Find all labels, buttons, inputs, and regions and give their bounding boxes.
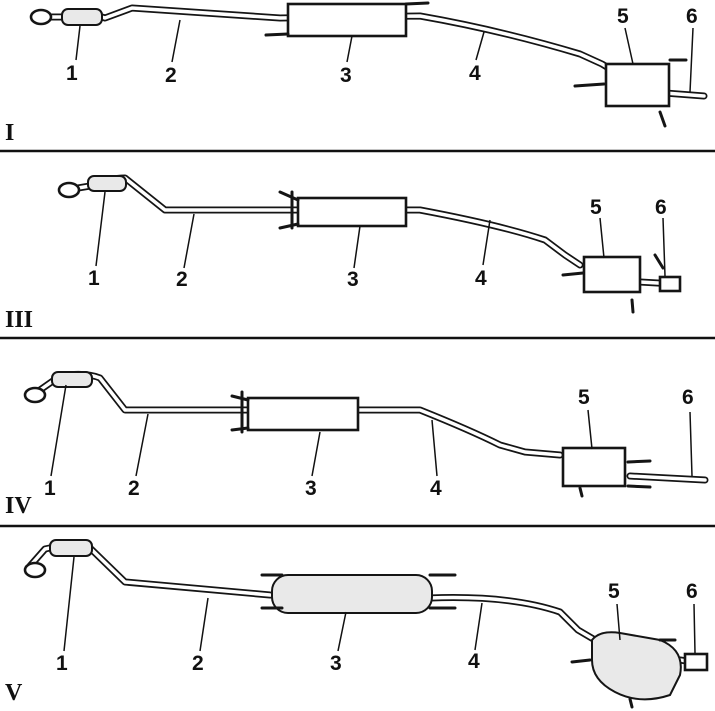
part-label-2: 2 bbox=[192, 652, 204, 675]
part-label-2: 2 bbox=[176, 268, 188, 291]
part-label-3: 3 bbox=[330, 652, 342, 675]
middle-muffler-3 bbox=[246, 396, 360, 432]
part-label-6: 6 bbox=[655, 196, 667, 219]
part-label-5: 5 bbox=[578, 386, 590, 409]
exhaust-drawing-1 bbox=[29, 1, 708, 128]
part-label-1: 1 bbox=[66, 62, 78, 85]
front-pipe-corrugated-4 bbox=[49, 539, 93, 557]
front-pipe-corrugated-3 bbox=[51, 371, 93, 388]
middle-muffler-1 bbox=[286, 2, 408, 38]
part-label-3: 3 bbox=[340, 64, 352, 87]
exhaust-drawing-2 bbox=[57, 174, 682, 314]
panel-variant-3: 1 2 3 4 5 6 IV bbox=[5, 370, 709, 519]
part-label-6: 6 bbox=[686, 5, 698, 28]
front-pipe-corrugated-1 bbox=[61, 8, 103, 26]
exhaust-drawing-4 bbox=[23, 539, 709, 709]
part-label-5: 5 bbox=[617, 5, 629, 28]
variant-label: III bbox=[5, 307, 33, 333]
part-label-1: 1 bbox=[88, 267, 100, 290]
variant-label: V bbox=[5, 680, 23, 706]
exhaust-flange-3 bbox=[23, 386, 47, 404]
part-label-6: 6 bbox=[686, 580, 698, 603]
part-label-6: 6 bbox=[682, 386, 694, 409]
middle-muffler-2 bbox=[296, 196, 408, 228]
part-label-1: 1 bbox=[56, 652, 68, 675]
panel-variant-4: 1 2 3 4 5 6 V bbox=[5, 539, 709, 709]
rear-muffler-2 bbox=[582, 255, 642, 294]
part-label-4: 4 bbox=[430, 477, 442, 500]
panel-variant-2: 1 2 3 4 5 6 III bbox=[5, 174, 682, 333]
exhaust-flange-1 bbox=[29, 8, 53, 26]
exhaust-flange-4 bbox=[23, 561, 47, 579]
part-label-5: 5 bbox=[608, 580, 620, 603]
exhaust-flange-2 bbox=[57, 181, 81, 199]
part-label-5: 5 bbox=[590, 196, 602, 219]
rear-muffler-3 bbox=[561, 446, 627, 488]
part-label-4: 4 bbox=[475, 267, 487, 290]
rear-muffler-1 bbox=[604, 62, 671, 108]
part-label-4: 4 bbox=[468, 650, 480, 673]
part-label-2: 2 bbox=[165, 64, 177, 87]
front-pipe-corrugated-2 bbox=[87, 175, 127, 192]
part-label-3: 3 bbox=[347, 268, 359, 291]
variant-label: IV bbox=[5, 493, 32, 519]
middle-muffler-4 bbox=[271, 574, 433, 614]
variant-label: I bbox=[5, 120, 14, 146]
exhaust-drawing-3 bbox=[23, 370, 709, 498]
part-label-1: 1 bbox=[44, 477, 56, 500]
part-label-2: 2 bbox=[128, 477, 140, 500]
panel-variant-1: 1 2 3 4 5 6 I bbox=[5, 1, 708, 146]
rear-muffler-4 bbox=[591, 631, 682, 701]
part-label-4: 4 bbox=[469, 62, 481, 85]
part-label-3: 3 bbox=[305, 477, 317, 500]
